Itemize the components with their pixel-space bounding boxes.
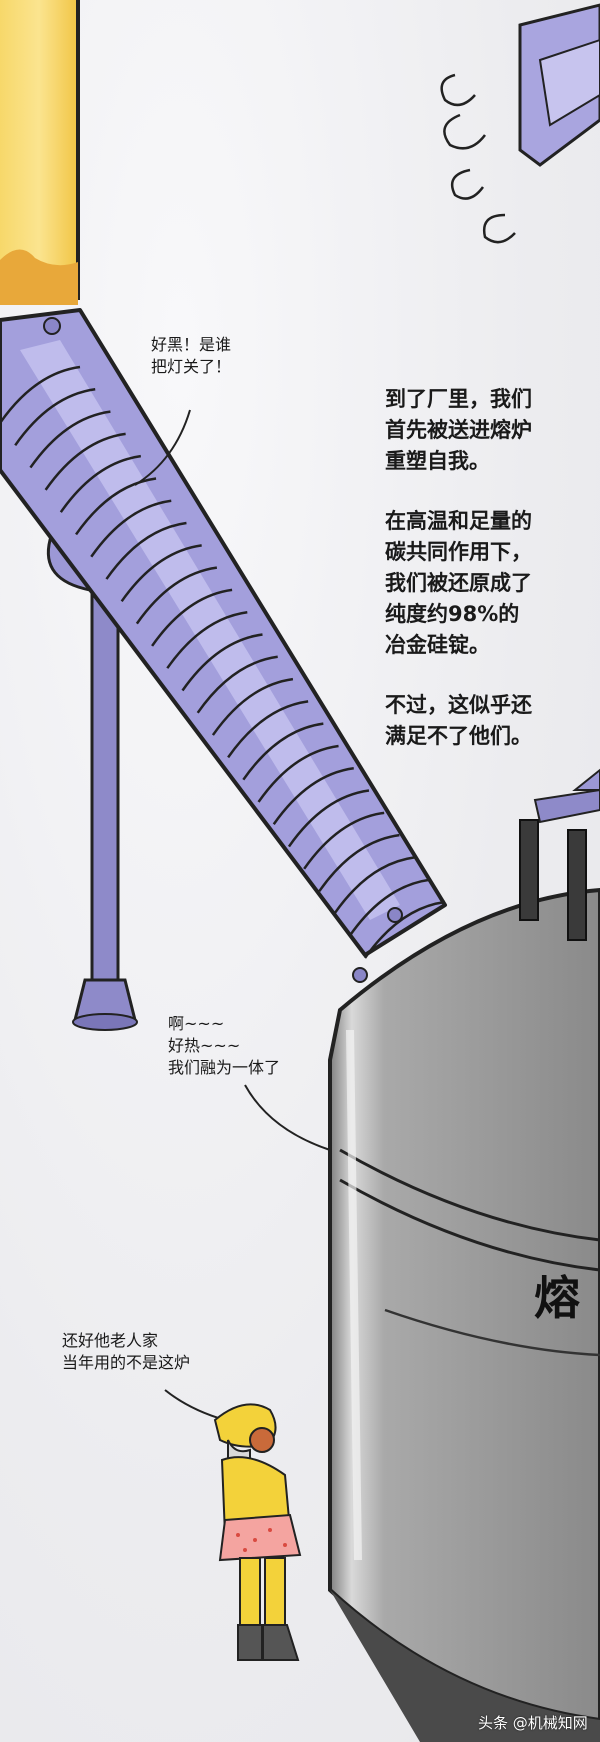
pipe-ring	[303, 811, 385, 870]
pipe-ring	[151, 588, 233, 647]
pipe-ring	[272, 767, 354, 825]
yellow-light-column	[0, 0, 80, 305]
speech-bubble-hot: 啊~~~ 好热~~~ 我们融为一体了	[168, 1014, 281, 1077]
pipe-ring	[44, 432, 126, 491]
watermark: 头条 @机械知网	[478, 1714, 588, 1732]
pipe-ring	[242, 722, 324, 781]
pipe-ring	[14, 388, 96, 447]
vent-box	[440, 3, 600, 244]
furnace-label: 熔	[534, 1271, 580, 1325]
pipe-ring	[363, 900, 446, 959]
pipe-ring	[181, 633, 263, 692]
narration-paragraph-3: 不过，这似乎还 满足不了他们。	[385, 693, 532, 748]
furnace	[328, 887, 600, 1742]
pipe-ring	[257, 744, 339, 803]
pipe-ring	[196, 655, 278, 714]
pipe-ring	[211, 677, 294, 736]
pipe-ring	[105, 521, 187, 580]
pipe-ring	[0, 365, 81, 424]
speech-bubble-old-man: 还好他老人家 当年用的不是这炉	[62, 1331, 191, 1372]
pipe-ring	[318, 833, 400, 892]
pipe-ring	[120, 544, 202, 603]
pipe-ring	[333, 856, 415, 915]
diagonal-pipe	[0, 308, 447, 983]
character	[213, 1403, 302, 1661]
pipe-ring	[227, 700, 309, 759]
speech-bubble-dark: 好黑！是谁 把灯关了！	[151, 335, 232, 376]
narration-paragraph-1: 到了厂里，我们 首先被送进熔炉 重塑自我。	[385, 387, 532, 473]
pipe-ring	[166, 610, 248, 669]
pipe-ring	[29, 410, 111, 469]
pipe-ring	[59, 454, 141, 513]
pipe-ring	[75, 477, 157, 536]
pipe-ring	[348, 878, 430, 937]
pipe-ring	[287, 789, 370, 848]
pipe-ring	[90, 499, 172, 558]
electrodes	[519, 768, 600, 941]
pipe-ring	[135, 566, 218, 625]
narration-paragraph-2: 在高温和足量的 碳共同作用下， 我们被还原成了 纯度约98%的 冶金硅锭。	[385, 509, 532, 657]
